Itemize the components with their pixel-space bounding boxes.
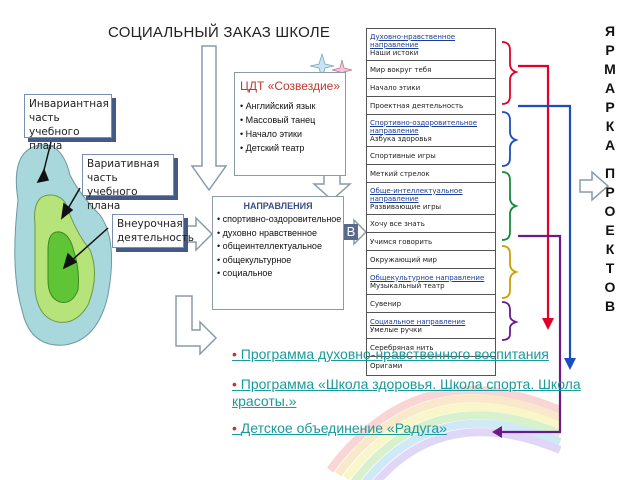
- page-title: СОЦИАЛЬНЫЙ ЗАКАЗ ШКОЛЕ: [108, 24, 331, 41]
- activity-name: Оригами: [370, 362, 403, 370]
- activity-name: Хочу все знать: [370, 219, 425, 228]
- cdt-item: Английский язык: [240, 99, 345, 113]
- directions-list: спортивно-оздоровительное духовно нравст…: [217, 213, 343, 281]
- cdt-box: ЦДТ «Созвездие» Английский язык Массовый…: [234, 72, 346, 176]
- cdt-list: Английский язык Массовый танец Начало эт…: [240, 99, 345, 155]
- activity-category: Духовно-нравственное направление: [370, 32, 456, 49]
- activity-name: Азбука здоровья: [370, 134, 432, 143]
- direction-item: общеинтеллектуальное: [217, 240, 343, 254]
- vertical-letter: А: [604, 137, 616, 153]
- directions-title: НАПРАВЛЕНИЯ: [243, 201, 313, 211]
- activity-category: Обще-интеллектуальное направление: [370, 186, 463, 203]
- activity-name: Развивающие игры: [370, 202, 442, 211]
- vertical-letter: Я: [604, 23, 616, 39]
- vertical-letter: Р: [605, 42, 615, 58]
- vertical-letter: К: [605, 241, 615, 257]
- direction-item: социальное: [217, 267, 343, 281]
- callout-pointer-arrows: [36, 137, 109, 270]
- vertical-letter: А: [604, 80, 616, 96]
- callout-extracurricular: Внеурочная деятельность: [112, 214, 194, 248]
- vertical-letter: О: [604, 203, 616, 219]
- vertical-letter: К: [605, 118, 615, 134]
- activity-name: Окружающий мир: [370, 255, 438, 264]
- b-label: В: [344, 224, 358, 240]
- activity-row: Меткий стрелок: [367, 165, 495, 183]
- vertical-letter: Р: [605, 184, 615, 200]
- vertical-letter: Р: [605, 99, 615, 115]
- activity-category: Общекультурное направление: [370, 273, 485, 282]
- activity-row: Спортивные игры: [367, 147, 495, 165]
- activity-row: Оригами: [367, 357, 495, 375]
- cdt-item: Начало этики: [240, 127, 345, 141]
- activity-category: Спортивно-оздоровительное направление: [370, 118, 478, 135]
- cdt-item: Детский театр: [240, 141, 345, 155]
- vertical-letter: М: [604, 61, 616, 77]
- group-brackets: [501, 41, 519, 341]
- curriculum-blob: [14, 144, 113, 346]
- activity-row: Начало этики: [367, 79, 495, 97]
- activity-name: Музыкальный театр: [370, 281, 445, 290]
- vertical-letter: В: [604, 298, 616, 314]
- vertical-letter: Е: [605, 222, 615, 238]
- activity-name: Проектная деятельность: [370, 101, 464, 110]
- vertical-letter: О: [604, 279, 616, 295]
- activity-name: Спортивные игры: [370, 151, 436, 160]
- program-health-school[interactable]: Программа «Школа здоровья. Школа спорта.…: [232, 376, 588, 410]
- activity-name: Учимся говорить: [370, 237, 433, 246]
- activity-row: Окружающий мир: [367, 251, 495, 269]
- activity-name: Наши истоки: [370, 48, 419, 57]
- cdt-item: Массовый танец: [240, 113, 345, 127]
- activity-row: Хочу все знать: [367, 215, 495, 233]
- cdt-title: ЦДТ «Созвездие»: [240, 79, 340, 93]
- activity-row: Проектная деятельность: [367, 97, 495, 115]
- activity-row: Учимся говорить: [367, 233, 495, 251]
- directions-box: НАПРАВЛЕНИЯ спортивно-оздоровительное ду…: [212, 196, 344, 310]
- activity-row: Мир вокруг тебя: [367, 61, 495, 79]
- activity-name: Начало этики: [370, 83, 421, 92]
- direction-item: спортивно-оздоровительное: [217, 213, 343, 227]
- direction-item: духовно нравственное: [217, 227, 343, 241]
- activity-name: Сувенир: [370, 299, 402, 308]
- direction-item: общекультурное: [217, 254, 343, 268]
- callout-variative: Вариативная часть учебного плана: [82, 154, 174, 212]
- activity-name: Мир вокруг тебя: [370, 65, 432, 74]
- program-rainbow[interactable]: Детское объединение «Радуга»: [232, 420, 492, 437]
- callout-invariant: Инвариантная часть учебного плана: [24, 94, 112, 152]
- activity-category: Социальное направление: [370, 317, 466, 326]
- activity-row: Сувенир: [367, 295, 495, 313]
- activity-name: Умелые ручки: [370, 325, 422, 334]
- activity-name: Меткий стрелок: [370, 169, 430, 178]
- program-spiritual[interactable]: Программа духовно-нравственного воспитан…: [232, 346, 612, 363]
- vertical-letter: Т: [605, 260, 615, 276]
- vertical-letter: П: [604, 165, 616, 181]
